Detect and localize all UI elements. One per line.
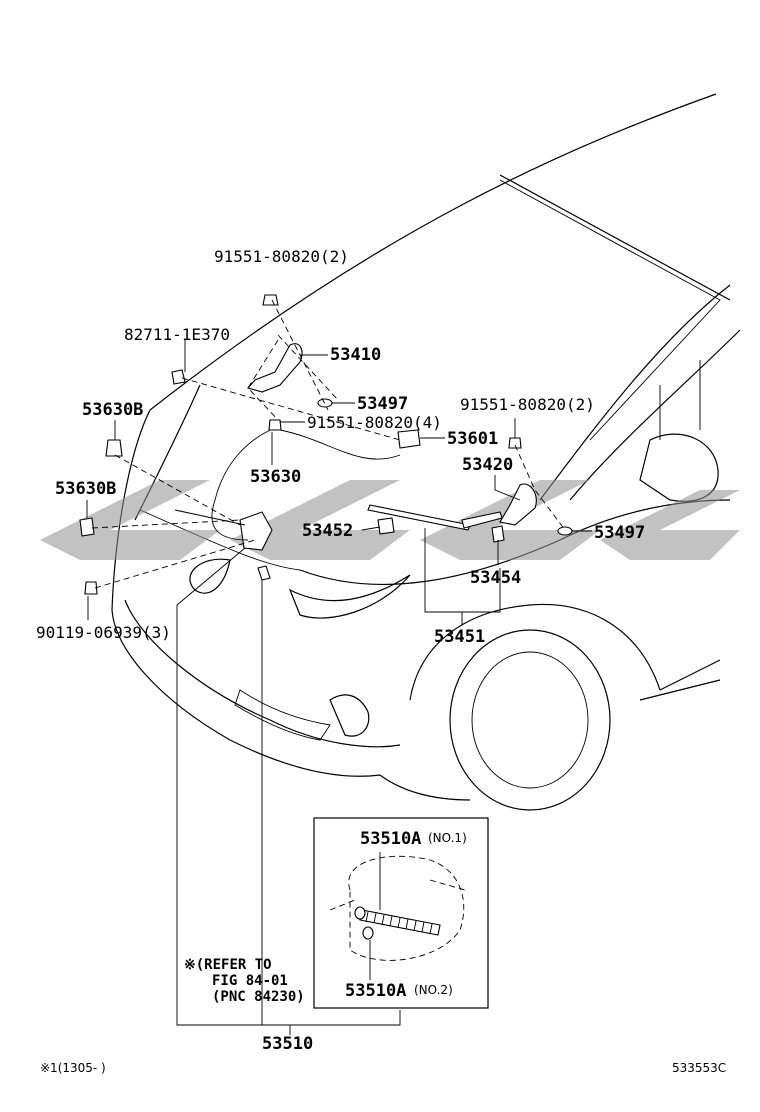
footnote: ※1(1305- )	[40, 1061, 106, 1075]
inset-detail	[313, 817, 489, 1009]
label-53630b-b: 53630B	[55, 479, 116, 499]
leader-lines	[86, 340, 592, 1035]
label-53510: 53510	[262, 1034, 313, 1054]
fog-lamp	[329, 694, 370, 737]
windshield-inner	[499, 179, 721, 441]
dash-hinge-box-left	[247, 339, 279, 421]
emblem	[189, 558, 231, 594]
release-cable-front	[211, 429, 271, 541]
inset-spring-coils	[365, 911, 433, 935]
dash-53630b-a	[114, 454, 241, 526]
leader-53452	[361, 526, 381, 531]
dash-90119	[94, 539, 256, 589]
cable-clip-run	[174, 509, 246, 526]
clip-82711-icon	[171, 369, 186, 385]
label-53630b-a: 53630B	[82, 400, 143, 420]
leader-53420	[494, 475, 521, 501]
dash-hinge-box-right	[277, 334, 339, 401]
inset-spring-hook-top	[354, 906, 366, 920]
fender-arch	[409, 603, 661, 701]
label-bolt-mid: 91551-80820(4)	[307, 413, 442, 432]
rod-holder-53452-icon	[377, 517, 395, 535]
door-window-lines	[659, 360, 701, 440]
support-rod-end	[461, 511, 503, 529]
clamp-53630b-b-icon	[79, 517, 95, 537]
front-lower-edge	[379, 774, 471, 801]
bracket-53510-left	[176, 547, 401, 1026]
front-bumper-upper	[124, 599, 401, 748]
label-53601: 53601	[447, 429, 498, 449]
door-line	[569, 329, 741, 501]
wheel-outer	[449, 629, 611, 811]
inset-ghost-housing	[348, 855, 465, 961]
grommet-53454-icon	[491, 525, 505, 543]
label-53410: 53410	[330, 345, 381, 365]
dash-53630b-b	[91, 519, 241, 529]
label-inset-top: 53510A	[360, 829, 421, 849]
label-53452: 53452	[302, 521, 353, 541]
hood-support-rod	[367, 504, 471, 531]
grille-lower	[234, 689, 331, 741]
inset-ghost-lines	[329, 879, 466, 911]
label-bolt-top: 91551-80820(2)	[214, 247, 349, 266]
label-53497-right: 53497	[594, 523, 645, 543]
label-90119: 90119-06939(3)	[36, 623, 171, 642]
reference-line-1: ※(REFER TO	[184, 957, 272, 973]
label-inset-top-note: (NO.1)	[428, 831, 467, 845]
release-cable-rear	[279, 429, 401, 460]
label-82711: 82711-1E370	[124, 325, 230, 344]
label-53451: 53451	[434, 627, 485, 647]
release-lever-53601	[397, 429, 421, 449]
a-pillar	[539, 284, 731, 501]
hood-hinge-left	[247, 343, 303, 393]
wheel-inner	[471, 651, 589, 789]
clamp-53630b-a-icon	[105, 439, 123, 457]
label-53454: 53454	[470, 568, 521, 588]
watermark-logo	[40, 480, 740, 560]
label-inset-bottom-note: (NO.2)	[414, 983, 453, 997]
dash-clip-82711	[181, 377, 401, 441]
label-53497-top: 53497	[357, 394, 408, 414]
watermark-shape-4	[600, 490, 740, 560]
watermark-shape-1	[40, 480, 220, 560]
parts	[79, 294, 573, 595]
diagram-code: 533553C	[672, 1061, 726, 1075]
hood-left-edge	[111, 409, 151, 611]
label-bolt-right: 91551-80820(2)	[460, 395, 595, 414]
dash-bolt-right	[514, 444, 566, 531]
label-53420: 53420	[462, 455, 513, 475]
lock-lower-fastener	[257, 565, 271, 581]
cushion-53497-top-icon	[317, 398, 333, 408]
reference-line-3: (PNC 84230)	[212, 989, 305, 1005]
bolt-mid-icon	[268, 419, 282, 431]
rocker-lines	[639, 659, 721, 701]
bracket-53451	[424, 528, 501, 613]
front-bumper-lower	[111, 609, 381, 777]
watermark-shape-2	[230, 480, 410, 560]
windshield-top-edge	[149, 93, 717, 411]
bolt-right-icon	[508, 437, 522, 449]
cowl-edge	[499, 174, 731, 301]
bolt-90119-icon	[84, 581, 98, 595]
hood-lower-left	[139, 509, 301, 571]
reference-line-2: FIG 84-01	[212, 973, 288, 989]
vehicle-body	[111, 93, 741, 811]
inset-frame	[313, 817, 489, 1009]
label-53630: 53630	[250, 467, 301, 487]
cushion-53497-right-icon	[557, 526, 573, 536]
bolt-top-icon	[262, 294, 279, 306]
labels: 91551-80820(2) 82711-1E370 53410 53497 5…	[36, 247, 726, 1075]
hood-hinge-right	[499, 483, 537, 526]
inset-spring-hook-bottom	[362, 926, 374, 940]
label-inset-bottom: 53510A	[345, 981, 406, 1001]
headlight-left	[288, 574, 411, 619]
